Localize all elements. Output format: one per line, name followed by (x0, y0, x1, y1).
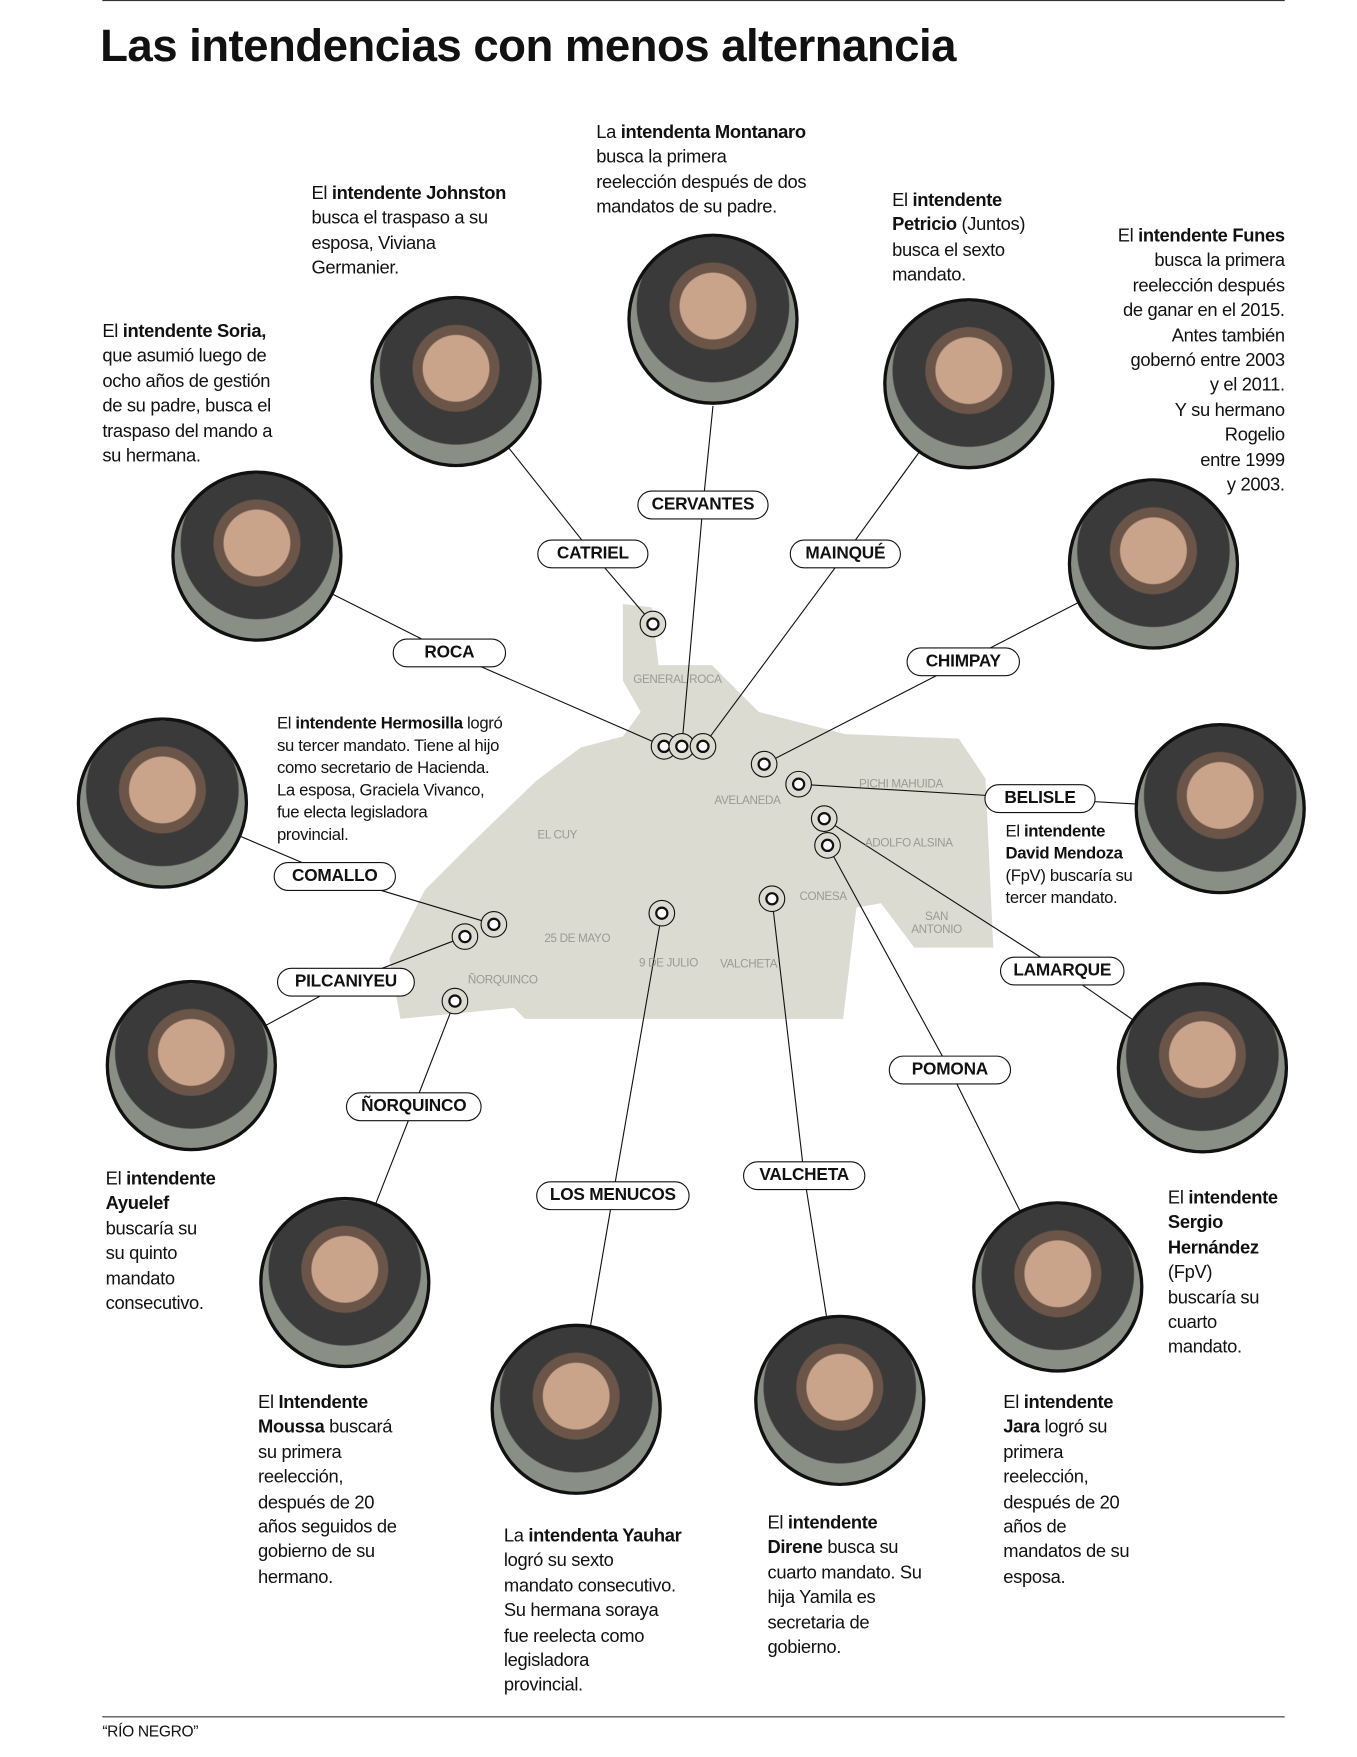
bottom-rule (102, 1716, 1285, 1718)
marker-lamarque[interactable] (810, 805, 838, 833)
caption-hernandez: El intendente Sergio Hernández (FpV) bus… (1167, 1187, 1278, 1358)
caption-mendoza: El intendente David Mendoza (FpV) buscar… (1005, 821, 1133, 908)
caption-funes: El intendente Funes busca la primera ree… (1117, 225, 1285, 496)
marker-comallo[interactable] (480, 910, 508, 938)
marker-pilcaniyeu[interactable] (451, 923, 479, 950)
rio-negro-map (389, 603, 994, 1019)
map-label: GENERAL ROCA (633, 672, 722, 687)
photo-johnston (370, 295, 542, 468)
map-label: ÑORQUINCO (467, 973, 538, 987)
photo-soria (171, 470, 343, 642)
marker-norquinco[interactable] (441, 987, 469, 1015)
town-label-mainque[interactable]: MAINQUÉ (789, 539, 901, 569)
town-label-lamarque[interactable]: LAMARQUE (999, 956, 1125, 986)
town-label-pilcaniyeu[interactable]: PILCANIYEU (276, 967, 415, 997)
town-label-catriel[interactable]: CATRIEL (537, 539, 649, 569)
photo-direne (754, 1314, 926, 1487)
town-label-norquinco[interactable]: ÑORQUINCO (345, 1092, 482, 1122)
page-title: Las intendencias con menos alternancia (100, 20, 956, 72)
town-label-roca[interactable]: ROCA (392, 638, 507, 668)
map-label: 25 DE MAYO (544, 932, 611, 946)
map-label: ADOLFO ALSINA (864, 836, 953, 850)
marker-mainque[interactable] (689, 733, 717, 760)
source-credit: “RÍO NEGRO” (102, 1721, 199, 1740)
caption-montanaro: La intendenta Montanaro busca la primera… (596, 122, 807, 218)
town-label-pomona[interactable]: POMONA (888, 1055, 1012, 1085)
photo-ayuelef (105, 979, 277, 1152)
marker-pomona[interactable] (814, 832, 841, 859)
photo-hernandez (1116, 982, 1289, 1154)
photo-mendoza (1134, 722, 1306, 895)
marker-valcheta[interactable] (758, 885, 786, 913)
town-label-cervantes[interactable]: CERVANTES (637, 490, 769, 520)
town-label-chimpay[interactable]: CHIMPAY (906, 647, 1020, 677)
caption-johnston: El intendente Johnston busca el traspaso… (311, 183, 506, 279)
map-label: AVELANEDA (714, 794, 781, 808)
town-label-valcheta[interactable]: VALCHETA (743, 1161, 866, 1191)
caption-direne: El intendente Direne busca su cuarto man… (767, 1512, 922, 1658)
map-label: CONESA (799, 889, 847, 904)
caption-petricio: El intendente Petricio (Juntos) busca el… (892, 190, 1026, 285)
photo-montanaro (627, 233, 799, 405)
caption-ayuelef: El intendente Ayuelef buscaría su su qui… (105, 1169, 216, 1314)
map-label: 9 DE JULIO (638, 956, 698, 970)
photo-funes (1067, 478, 1240, 650)
caption-soria: El intendente Soria, que asumió luego de… (102, 321, 273, 467)
marker-catriel[interactable] (639, 610, 667, 638)
map-label: PICHI MAHUIDA (858, 777, 943, 791)
map-label: VALCHETA (719, 957, 778, 972)
photo-petricio (883, 298, 1055, 470)
caption-jara: El intendente Jara logró su primera reel… (1003, 1392, 1130, 1588)
photo-moussa (259, 1196, 431, 1369)
town-label-belisle[interactable]: BELISLE (984, 784, 1096, 814)
caption-yauhar: La intendenta Yauhar logró su sexto mand… (503, 1526, 682, 1696)
map-label: SAN ANTONIO (911, 909, 962, 937)
town-label-los-menucos[interactable]: LOS MENUCOS (536, 1181, 690, 1211)
photo-yauhar (490, 1323, 662, 1495)
caption-hermosilla: El intendente Hermosilla logró su tercer… (276, 714, 503, 845)
photo-hermosilla (76, 717, 249, 889)
marker-belisle[interactable] (785, 770, 812, 798)
town-label-comallo[interactable]: COMALLO (273, 862, 396, 891)
marker-los-menucos[interactable] (648, 899, 676, 927)
map-label: EL CUY (537, 828, 578, 843)
top-rule (102, 0, 1285, 2)
marker-chimpay[interactable] (750, 750, 778, 778)
caption-moussa: El Intendente Moussa buscará su primera … (258, 1392, 397, 1588)
photo-jara (972, 1201, 1144, 1373)
